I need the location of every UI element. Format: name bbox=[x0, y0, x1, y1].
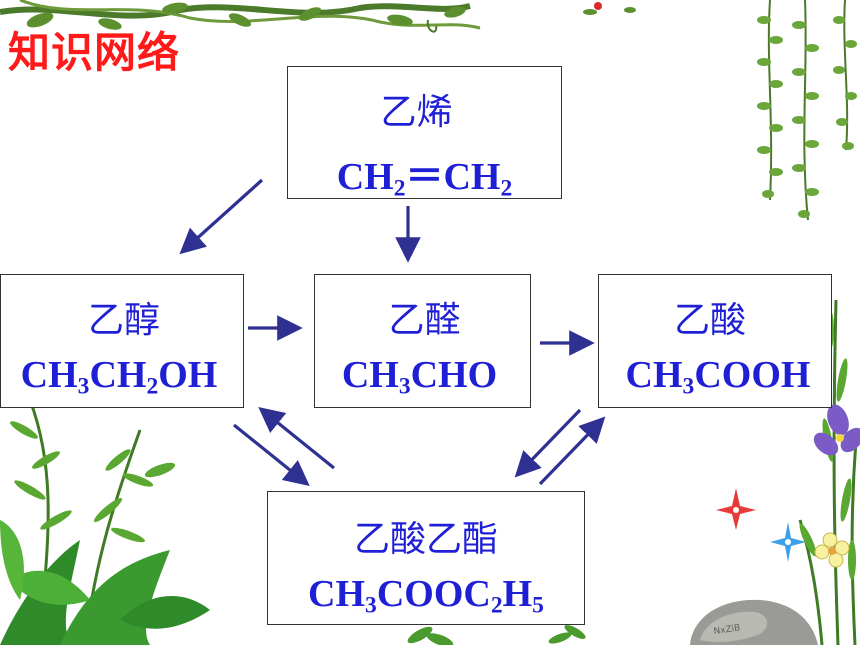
slide-title: 知识网络 bbox=[8, 28, 181, 77]
node-acetic-acid-name: 乙酸 bbox=[673, 300, 746, 341]
node-acetaldehyde-name: 乙醛 bbox=[388, 300, 461, 341]
arrow-ester-to-acetic-acid bbox=[538, 416, 606, 486]
node-ethyl-acetate-formula: CH3COOC2H5 bbox=[308, 573, 544, 619]
arrow-acetic-acid-to-ester bbox=[514, 408, 582, 478]
fern-icon bbox=[0, 399, 210, 645]
node-ethylene-name: 乙烯 bbox=[380, 92, 453, 133]
node-ethanol: 乙醇 CH3CH2OH bbox=[0, 274, 244, 408]
fern-icon bbox=[798, 299, 858, 645]
svg-text:NxZiB: NxZiB bbox=[713, 623, 741, 637]
fern-icon bbox=[407, 625, 586, 645]
node-ethylene-formula: CH2＝CH2 bbox=[336, 156, 513, 202]
vine-icon bbox=[0, 0, 636, 33]
node-ethyl-acetate-name: 乙酸乙酯 bbox=[353, 519, 498, 560]
arrow-ethanol-to-ester bbox=[232, 423, 310, 487]
node-ethanol-formula: CH3CH2OH bbox=[20, 354, 218, 400]
sparkle-icon bbox=[716, 488, 806, 562]
node-ethyl-acetate: 乙酸乙酯 CH3COOC2H5 bbox=[267, 491, 585, 625]
arrow-ester-to-ethanol bbox=[258, 406, 336, 470]
node-ethanol-name: 乙醇 bbox=[87, 300, 160, 341]
flower-icon bbox=[813, 404, 860, 568]
rock-icon: NxZiB bbox=[690, 599, 818, 645]
node-acetaldehyde-formula: CH3CHO bbox=[341, 354, 498, 400]
node-acetic-acid: 乙酸 CH3COOH bbox=[598, 274, 832, 408]
node-acetaldehyde: 乙醛 CH3CHO bbox=[314, 274, 531, 408]
arrow-ethylene-to-ethanol bbox=[179, 178, 264, 255]
vine-icon bbox=[757, 0, 857, 221]
node-acetic-acid-formula: CH3COOH bbox=[625, 354, 811, 400]
node-ethylene: 乙烯 CH2＝CH2 bbox=[287, 66, 562, 202]
